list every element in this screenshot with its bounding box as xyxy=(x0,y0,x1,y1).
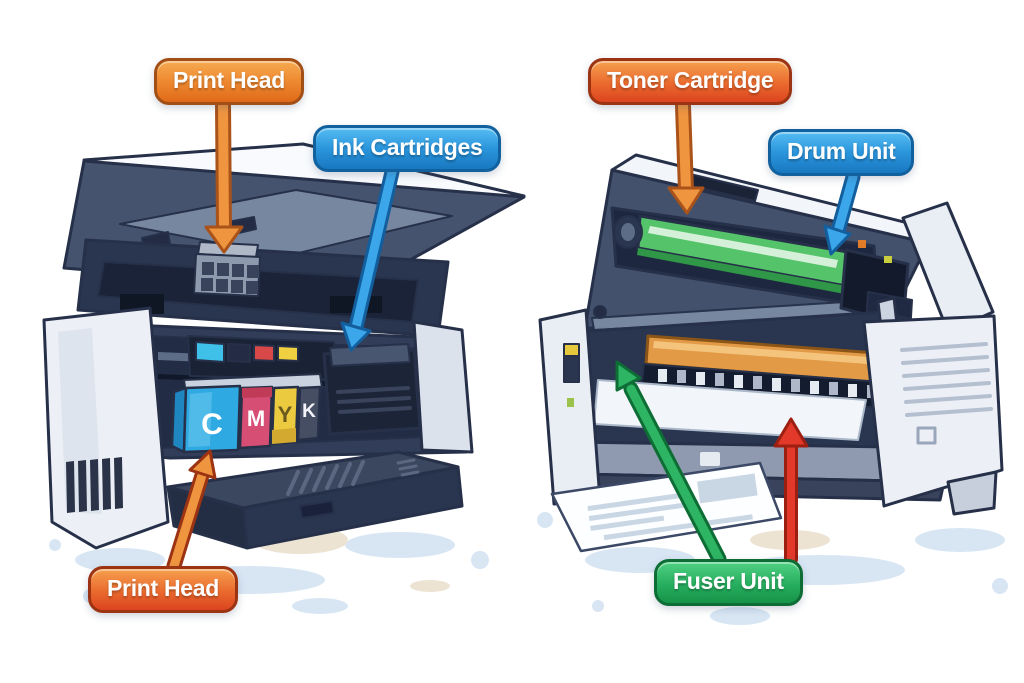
callout-toner-cartridge: Toner Cartridge xyxy=(588,58,793,105)
fuser-unit-red-arrow xyxy=(773,417,809,566)
paper-text-lines xyxy=(587,473,758,541)
callout-print-head-bottom: Print Head xyxy=(88,566,239,613)
toner-assembly xyxy=(610,206,880,310)
ink-cartridges-cmyk: C M Y K xyxy=(170,384,322,454)
callout-drum-unit-label: Drum Unit xyxy=(787,138,896,164)
output-paper-in-tray xyxy=(593,379,867,441)
callout-fuser-unit: Fuser Unit xyxy=(654,559,803,606)
callout-ink-cartridges-label: Ink Cartridges xyxy=(332,134,483,160)
ink-cartridges-arrow xyxy=(340,164,400,352)
cartridge-letter-c: C xyxy=(201,408,223,441)
print-head-bottom-arrow xyxy=(166,449,217,574)
inkjet-right-panel xyxy=(412,320,474,454)
callout-toner-cartridge-label: Toner Cartridge xyxy=(607,67,774,93)
cartridge-letter-k: K xyxy=(302,401,316,422)
callout-print-head-top: Print Head xyxy=(154,58,305,105)
print-head-nozzle-grid xyxy=(201,262,259,294)
toner-cartridge-arrow xyxy=(667,98,705,215)
vent-grille xyxy=(66,457,123,513)
cartridge-holder-block xyxy=(322,343,422,436)
ink-cartridge-black xyxy=(296,385,322,442)
callout-print-head-bottom-label: Print Head xyxy=(107,575,220,601)
inkjet-left-tower xyxy=(42,306,170,550)
fuser-unit-green-arrow xyxy=(615,360,727,567)
callout-fuser-unit-label: Fuser Unit xyxy=(673,568,784,594)
callout-drum-unit: Drum Unit xyxy=(768,129,915,176)
laser-left-tower xyxy=(538,308,602,506)
cartridge-letter-y: Y xyxy=(278,402,293,427)
cartridge-tops xyxy=(195,341,299,363)
laser-right-tower xyxy=(862,314,1004,516)
callout-ink-cartridges: Ink Cartridges xyxy=(313,125,502,172)
drum-unit-arrow xyxy=(823,169,861,256)
laser-printer xyxy=(538,153,1004,553)
callout-print-head-top-label: Print Head xyxy=(173,67,286,93)
print-head-top-arrow xyxy=(204,95,244,254)
inkjet-printer: C M Y K xyxy=(42,142,526,550)
printed-paper-sheet xyxy=(550,461,783,553)
cartridge-letter-m: M xyxy=(247,406,265,431)
